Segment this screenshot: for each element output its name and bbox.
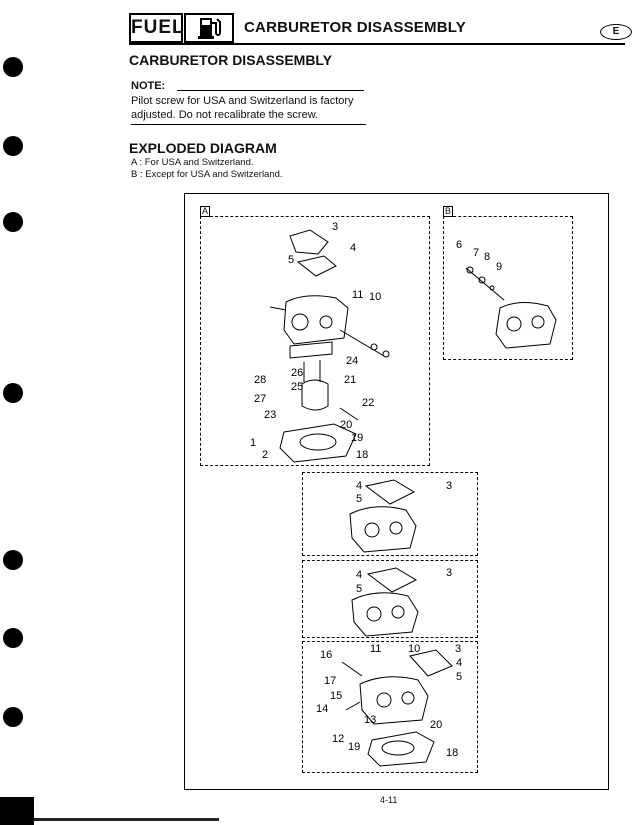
callout-a-11: 11 (352, 289, 363, 301)
callout-c1-4: 4 (356, 480, 362, 492)
callout-a-10: 10 (369, 291, 381, 303)
note-label: NOTE: (131, 80, 166, 92)
callout-c1-3: 3 (446, 480, 452, 492)
callout-a-22: 22 (362, 397, 374, 409)
fuel-pump-icon (184, 13, 234, 43)
callout-a-1: 1 (250, 437, 256, 449)
header-rule (129, 43, 625, 45)
callout-b-6: 6 (456, 239, 462, 251)
box-a-tag: A (200, 206, 211, 217)
callout-c3-13: 13 (364, 714, 376, 726)
legend-b: B : Except for USA and Switzerland. (131, 169, 283, 180)
binder-hole (3, 707, 23, 727)
binder-hole (3, 550, 23, 570)
box-b-tag: B (443, 206, 454, 217)
diagram-box-c3 (302, 641, 478, 773)
callout-a-26: 26 (291, 367, 303, 379)
language-badge: E (600, 24, 632, 40)
scan-edge-line (34, 818, 219, 821)
callout-c3-4: 4 (456, 657, 462, 669)
part-carb-body-b (495, 302, 557, 349)
callout-c3-12: 12 (332, 733, 344, 745)
scan-edge-mark (0, 797, 34, 825)
binder-hole (3, 383, 23, 403)
callout-c1-5: 5 (356, 493, 362, 505)
exploded-diagram-title: EXPLODED DIAGRAM (129, 140, 277, 156)
callout-c3-3: 3 (455, 643, 461, 655)
note-rule (177, 90, 364, 91)
part-float (301, 379, 329, 411)
callout-b-7: 7 (473, 247, 479, 259)
diagram-box-c2 (302, 560, 478, 638)
legend-a: A : For USA and Switzerland. (131, 157, 254, 168)
callout-b-8: 8 (484, 251, 490, 263)
part-gasket (296, 255, 337, 277)
part-carb-body (283, 295, 349, 345)
note-bottom-rule (131, 124, 366, 125)
binder-hole (3, 136, 23, 156)
callout-c3-11: 11 (370, 643, 381, 655)
diagram-box-c1 (302, 472, 478, 556)
callout-a-4: 4 (350, 242, 356, 254)
callout-c3-16: 16 (320, 649, 332, 661)
callout-c3-10: 10 (408, 643, 420, 655)
callout-a-24: 24 (346, 355, 358, 367)
callout-a-19: 19 (351, 432, 363, 444)
callout-a-27: 27 (254, 393, 266, 405)
callout-b-9: 9 (496, 261, 502, 273)
diagram-box-b (443, 216, 573, 360)
page-number: 4-11 (380, 795, 398, 805)
note-text: Pilot screw for USA and Switzerland is f… (131, 95, 354, 121)
callout-a-21: 21 (344, 374, 356, 386)
section-tab: FUEL (129, 13, 184, 43)
callout-a-28: 28 (254, 374, 266, 386)
page-title: CARBURETOR DISASSEMBLY (129, 52, 333, 68)
callout-a-18: 18 (356, 449, 368, 461)
callout-c3-14: 14 (316, 703, 328, 715)
binder-hole (3, 628, 23, 648)
callout-a-20: 20 (340, 419, 352, 431)
diagram-box-a (200, 216, 430, 466)
callout-c3-15: 15 (330, 690, 342, 702)
callout-c3-20: 20 (430, 719, 442, 731)
callout-c2-5: 5 (356, 583, 362, 595)
binder-hole (3, 212, 23, 232)
diagram-frame (184, 193, 609, 790)
callout-c3-19: 19 (348, 741, 360, 753)
header-title: CARBURETOR DISASSEMBLY (244, 19, 466, 36)
callout-a-2: 2 (262, 449, 268, 461)
callout-c3-17: 17 (324, 675, 336, 687)
callout-c2-3: 3 (446, 567, 452, 579)
callout-c3-5: 5 (456, 671, 462, 683)
part-float-bowl (279, 423, 357, 463)
callout-a-3: 3 (332, 221, 338, 233)
callout-a-5: 5 (288, 254, 294, 266)
part-cover-plate (289, 229, 329, 255)
callout-a-23: 23 (264, 409, 276, 421)
binder-hole (3, 57, 23, 77)
callout-c2-4: 4 (356, 569, 362, 581)
callout-c3-18: 18 (446, 747, 458, 759)
part-bore (291, 313, 309, 331)
callout-a-25: 25 (291, 381, 303, 393)
